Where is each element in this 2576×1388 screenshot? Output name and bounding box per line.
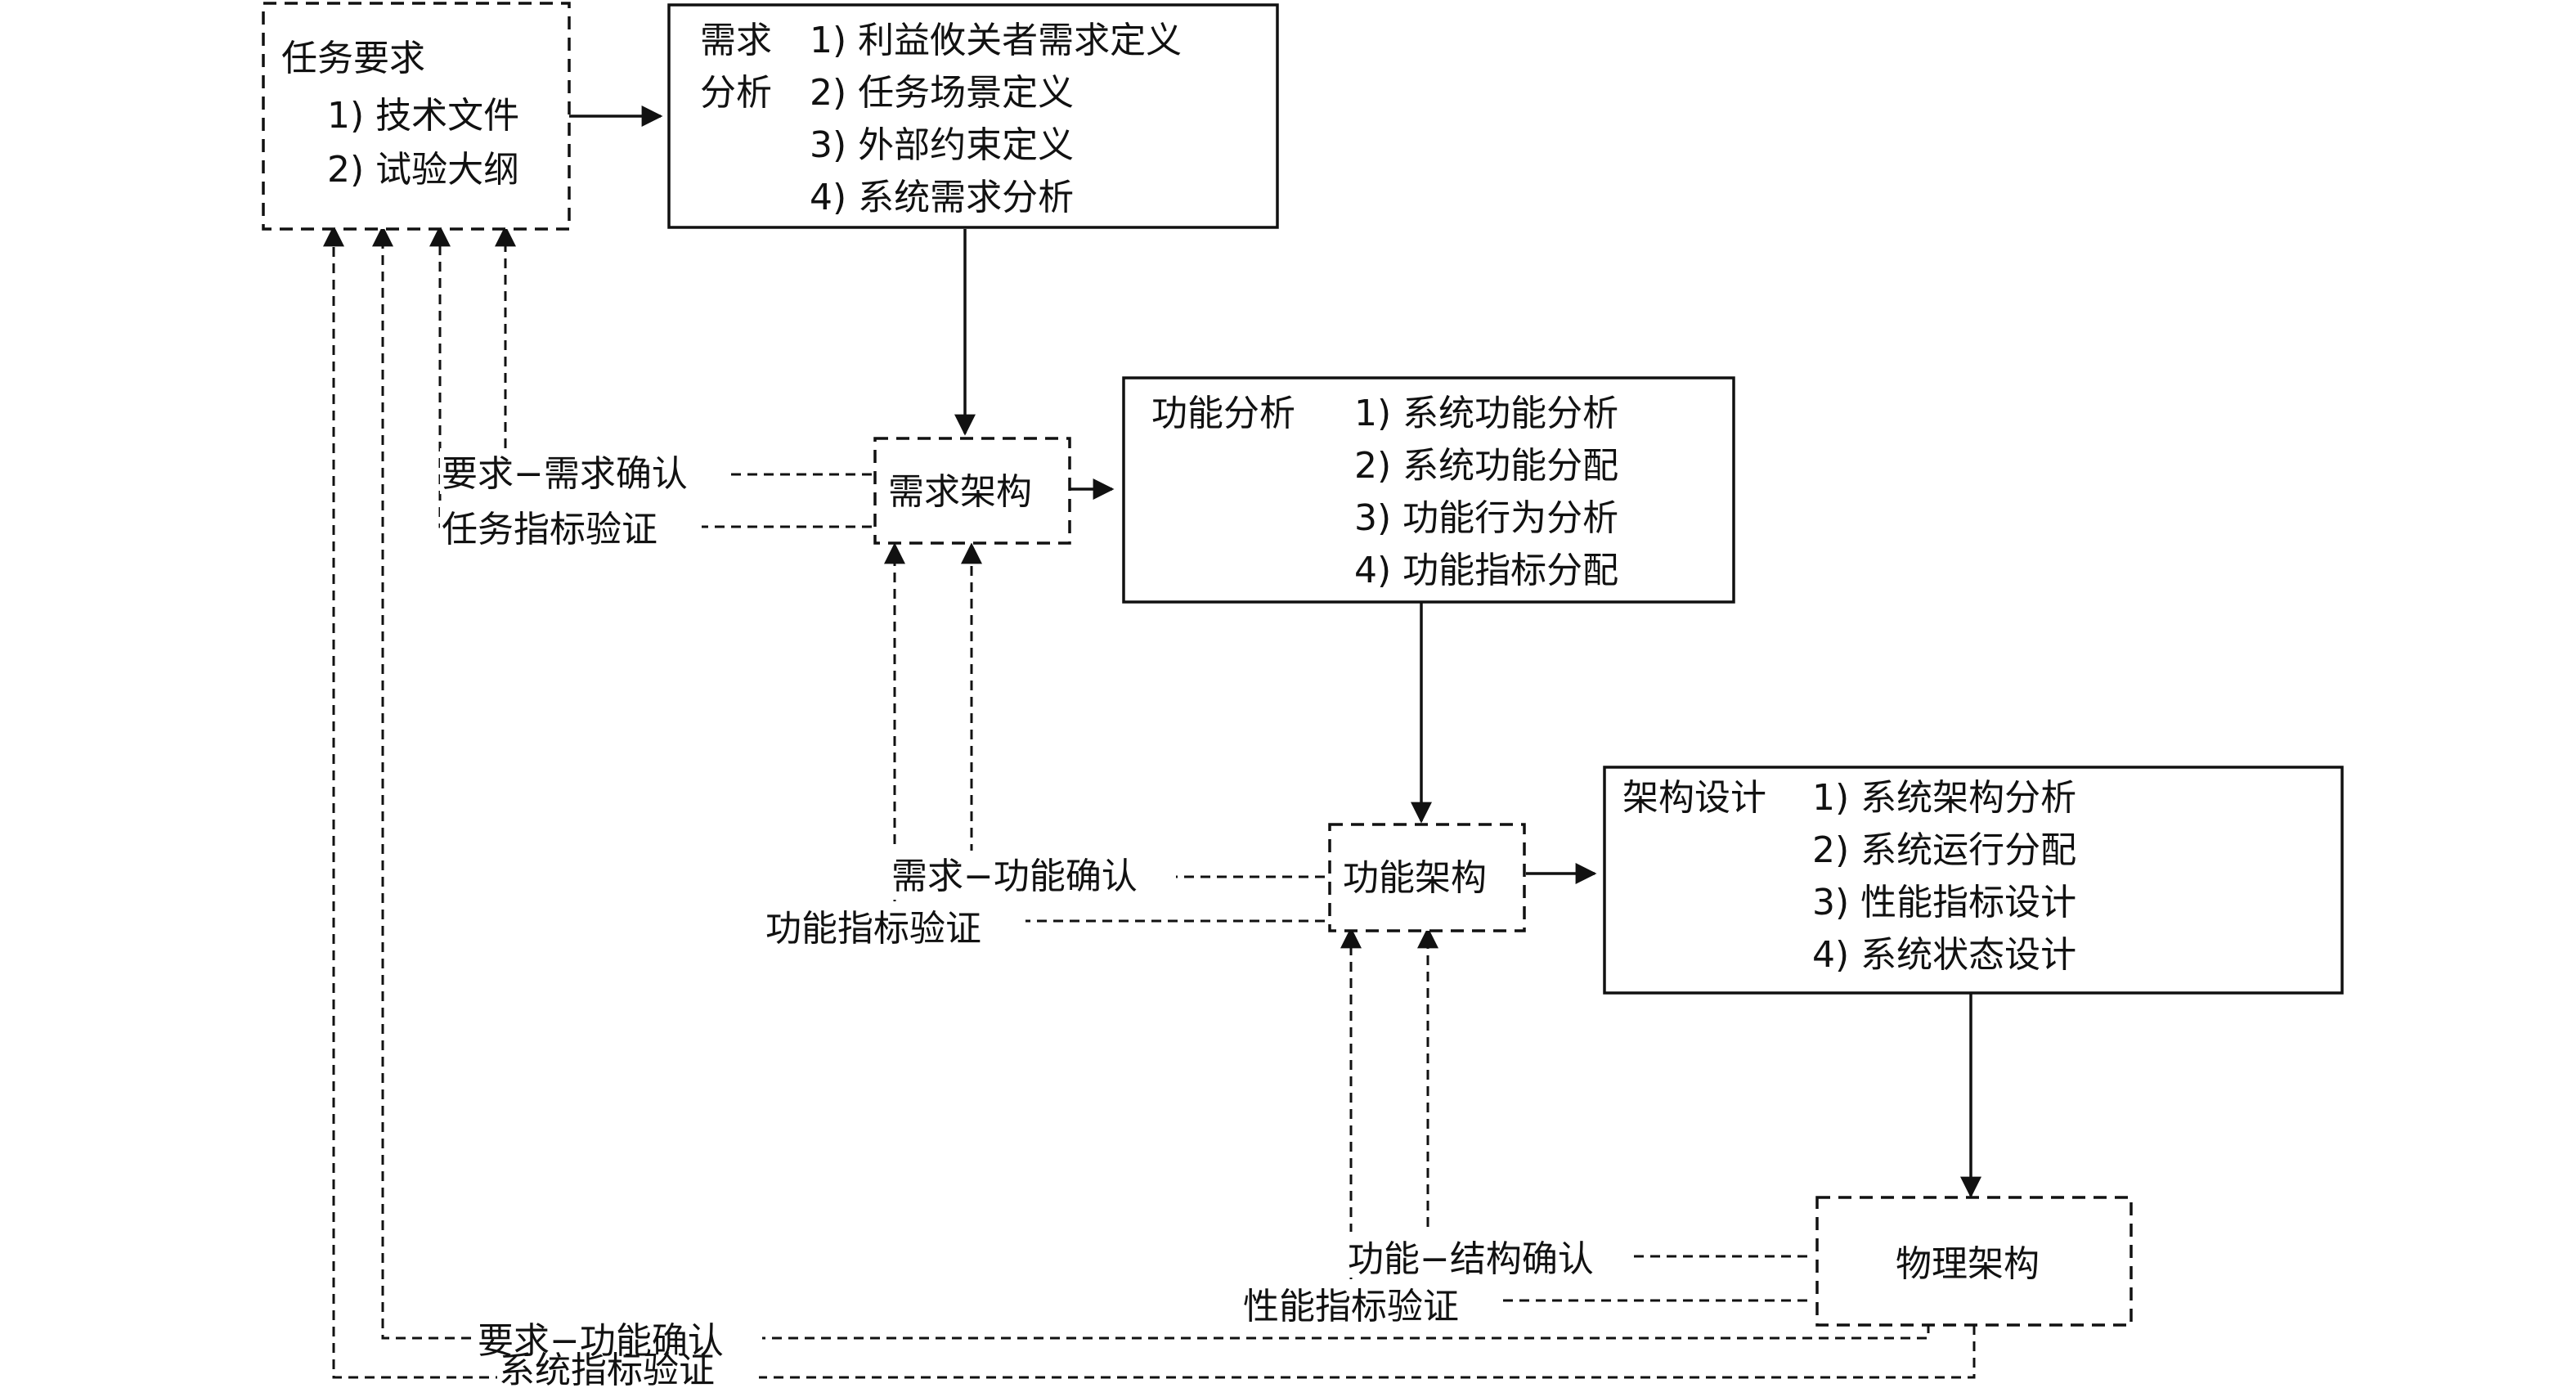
architecture-design-item-1: 1) 系统架构分析 [1812,777,2076,819]
requirement-analysis-title-line2: 分析 [700,72,772,114]
feedback-req-demand-confirm-line [495,225,872,476]
function-analysis-item-1: 1) 系统功能分析 [1354,393,1618,434]
label-system-index-verify: 系统指标验证 [499,1350,715,1388]
feedback-system-index-verify-line [323,225,1976,1379]
physical-architecture-title: 物理架构 [1896,1243,2040,1285]
function-analysis-box: 功能分析 1) 系统功能分析 2) 系统功能分配 3) 功能行为分析 4) 功能… [1122,376,1735,604]
requirement-analysis-item-1: 1) 利益攸关者需求定义 [810,20,1182,61]
label-req-demand-confirm: 要求−需求确认 [442,453,688,495]
task-requirements-box: 任务要求 1) 技术文件 2) 试验大纲 [262,2,571,231]
requirement-analysis-item-4: 4) 系统需求分析 [810,177,1074,218]
architecture-design-item-2: 2) 系统运行分配 [1812,829,2076,871]
requirement-architecture-box: 需求架构 [873,437,1071,545]
label-demand-function-confirm: 需求−功能确认 [891,856,1138,897]
function-analysis-item-4: 4) 功能指标分配 [1354,550,1618,591]
feedback-performance-index-verify-line [1340,927,1807,1302]
function-architecture-title: 功能架构 [1343,857,1487,899]
requirement-analysis-item-2: 2) 任务场景定义 [810,72,1074,114]
requirement-analysis-box: 需求 分析 1) 利益攸关者需求定义 2) 任务场景定义 3) 外部约束定义 4… [667,3,1279,229]
label-req-function-confirm: 要求−功能确认 [478,1320,724,1362]
label-task-index-verify: 任务指标验证 [442,509,657,550]
physical-architecture-box: 物理架构 [1815,1196,2133,1327]
requirement-architecture-title: 需求架构 [888,471,1032,513]
function-analysis-item-3: 3) 功能行为分析 [1354,497,1618,539]
label-function-index-verify: 功能指标验证 [765,908,981,950]
task-requirements-item-2: 2) 试验大纲 [327,149,519,191]
requirement-analysis-item-3: 3) 外部约束定义 [810,124,1074,166]
label-function-structure-confirm: 功能−结构确认 [1348,1238,1594,1280]
function-architecture-box: 功能架构 [1328,823,1526,932]
function-analysis-item-2: 2) 系统功能分配 [1354,445,1618,487]
architecture-design-box: 架构设计 1) 系统架构分析 2) 系统运行分配 3) 性能指标设计 4) 系统… [1603,766,2344,995]
task-requirements-item-1: 1) 技术文件 [327,95,519,137]
architecture-design-title: 架构设计 [1622,777,1766,819]
label-performance-index-verify: 性能指标验证 [1243,1286,1459,1327]
architecture-design-item-3: 3) 性能指标设计 [1812,882,2076,923]
requirement-analysis-title-line1: 需求 [700,20,772,61]
task-requirements-title: 任务要求 [281,38,425,79]
function-analysis-title: 功能分析 [1151,393,1295,434]
architecture-design-item-4: 4) 系统状态设计 [1812,934,2076,976]
feedback-req-function-confirm-line [372,225,1930,1340]
